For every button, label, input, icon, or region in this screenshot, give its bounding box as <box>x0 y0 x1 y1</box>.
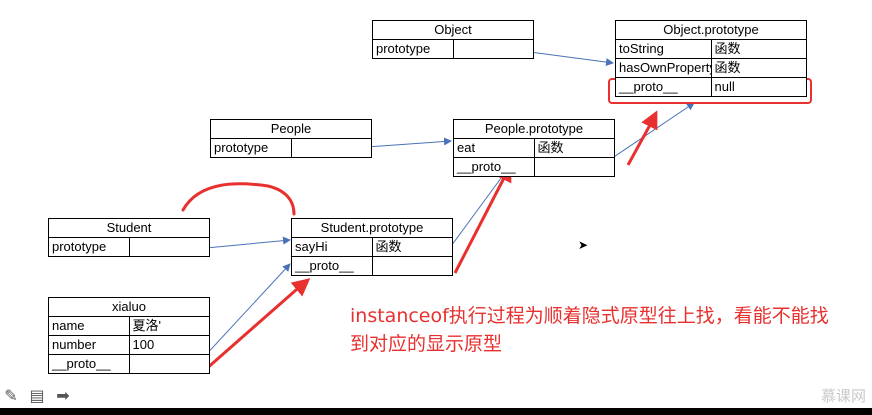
bottom-strip <box>0 408 872 415</box>
student-prototype-key: prototype <box>48 237 130 257</box>
sayhi-key: sayHi <box>291 237 373 257</box>
red-arrow-xialuo-to-student-prototype <box>204 278 311 372</box>
arrow-right-icon[interactable]: ➡ <box>56 388 70 405</box>
pencil-icon[interactable]: ✎ <box>4 388 18 405</box>
xialuo-header: xialuo <box>48 297 210 317</box>
xialuo-table: xialuo name 夏洛' number 100 __proto__ <box>48 297 210 374</box>
student-proto-value <box>371 256 453 276</box>
note-icon[interactable]: ▤ <box>29 388 45 405</box>
student-table: Student prototype <box>48 218 210 257</box>
object-prototype-key: prototype <box>372 39 454 59</box>
people-proto-value <box>533 157 615 177</box>
tostring-value: 函数 <box>710 39 807 59</box>
people-table: People prototype <box>210 119 372 158</box>
caption-line-1: instanceof执行过程为顺着隐式原型往上找，看能不能找 <box>350 305 829 327</box>
student-prototype-header: Student.prototype <box>291 218 453 238</box>
object-table: Object prototype <box>372 20 534 59</box>
people-prototype-key: prototype <box>210 138 292 158</box>
toolbar-icons: ✎ ▤ ➡ <box>2 386 72 406</box>
student-proto-key: __proto__ <box>291 256 373 276</box>
people-prototype-value <box>290 138 372 158</box>
student-header: Student <box>48 218 210 238</box>
name-key: name <box>48 316 130 336</box>
student-prototype-value <box>128 237 210 257</box>
xialuo-proto-value <box>128 354 210 374</box>
object-header: Object <box>372 20 534 40</box>
number-value: 100 <box>128 335 210 355</box>
student-prototype-table: Student.prototype sayHi 函数 __proto__ <box>291 218 453 276</box>
object-prototype-header: Object.prototype <box>615 20 807 40</box>
hasownproperty-value: 函数 <box>710 58 807 78</box>
people-prototype-header: People.prototype <box>453 119 615 139</box>
eat-key: eat <box>453 138 535 158</box>
red-arrow-student-to-people-prototype <box>453 163 512 274</box>
name-value: 夏洛' <box>128 316 210 336</box>
mouse-cursor-icon: ➤ <box>578 238 589 252</box>
watermark-logo: 慕课网 <box>820 387 866 405</box>
people-proto-key: __proto__ <box>453 157 535 177</box>
people-prototype-table: People.prototype eat 函数 __proto__ <box>453 119 615 177</box>
xialuo-proto-key: __proto__ <box>48 354 130 374</box>
eat-value: 函数 <box>533 138 615 158</box>
hasownproperty-key: hasOwnProperty <box>615 58 712 78</box>
object-proto-value: null <box>710 77 807 97</box>
people-header: People <box>210 119 372 139</box>
instanceof-caption: instanceof执行过程为顺着隐式原型往上找，看能不能找 到对应的显示原型 <box>350 302 855 358</box>
object-prototype-value <box>452 39 534 59</box>
caption-line-2: 到对应的显示原型 <box>350 333 503 355</box>
tostring-key: toString <box>615 39 712 59</box>
number-key: number <box>48 335 130 355</box>
object-proto-key: __proto__ <box>615 77 712 97</box>
red-curve-stroke <box>181 182 296 216</box>
object-prototype-table: Object.prototype toString 函数 hasOwnPrope… <box>615 20 807 97</box>
sayhi-value: 函数 <box>371 237 453 257</box>
red-arrow-people-to-object-prototype <box>626 110 658 166</box>
